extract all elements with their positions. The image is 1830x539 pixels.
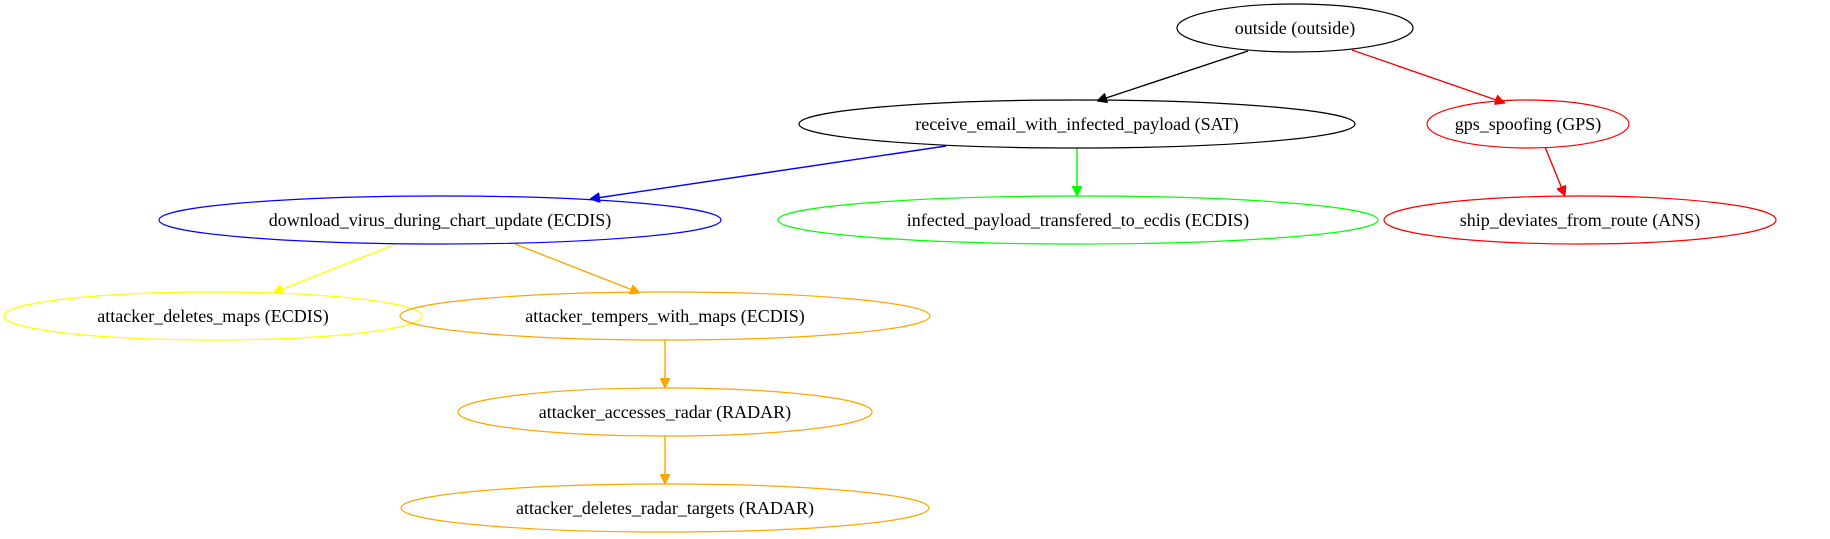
node-radar: attacker_accesses_radar (RADAR) (457, 387, 873, 437)
node-label: attacker_deletes_radar_targets (RADAR) (516, 498, 814, 519)
node-deviates: ship_deviates_from_route (ANS) (1383, 195, 1777, 245)
node-ellipse (158, 195, 722, 245)
node-ellipse (3, 291, 423, 341)
node-label: ship_deviates_from_route (ANS) (1460, 210, 1700, 231)
node-label: attacker_tempers_with_maps (ECDIS) (525, 306, 804, 327)
node-label: infected_payload_transfered_to_ecdis (EC… (907, 210, 1249, 231)
node-infected: infected_payload_transfered_to_ecdis (EC… (777, 195, 1379, 245)
edge-outside-to-receive (1097, 50, 1249, 101)
node-ellipse (400, 483, 930, 533)
node-deletes-maps: attacker_deletes_maps (ECDIS) (3, 291, 423, 341)
node-ellipse (777, 195, 1379, 245)
node-download: download_virus_during_chart_update (ECDI… (158, 195, 722, 245)
node-ellipse (798, 99, 1356, 149)
edge-download-to-deletes_maps (273, 243, 397, 293)
edges-layer (273, 49, 1565, 484)
node-ellipse (1426, 99, 1630, 149)
edge-outside-to-gps (1351, 49, 1505, 103)
node-label: download_virus_during_chart_update (ECDI… (269, 210, 611, 231)
node-tempers: attacker_tempers_with_maps (ECDIS) (399, 291, 931, 341)
node-targets: attacker_deletes_radar_targets (RADAR) (400, 483, 930, 533)
nodes-layer: outside (outside) receive_email_with_infe… (3, 3, 1777, 533)
edge-receive-to-download (590, 145, 947, 199)
node-ellipse (1383, 195, 1777, 245)
node-label: outside (outside) (1235, 18, 1355, 39)
node-receive: receive_email_with_infected_payload (SAT… (798, 99, 1356, 149)
edge-gps-to-deviates (1544, 146, 1565, 196)
node-ellipse (1176, 3, 1414, 53)
node-ellipse (457, 387, 873, 437)
node-label: attacker_deletes_maps (ECDIS) (97, 306, 328, 327)
node-outside: outside (outside) (1176, 3, 1414, 53)
node-label: receive_email_with_infected_payload (SAT… (915, 114, 1238, 135)
node-label: gps_spoofing (GPS) (1455, 114, 1602, 135)
node-label: attacker_accesses_radar (RADAR) (539, 402, 791, 423)
node-gps: gps_spoofing (GPS) (1426, 99, 1630, 149)
node-ellipse (399, 291, 931, 341)
edge-download-to-tempers (514, 243, 640, 293)
